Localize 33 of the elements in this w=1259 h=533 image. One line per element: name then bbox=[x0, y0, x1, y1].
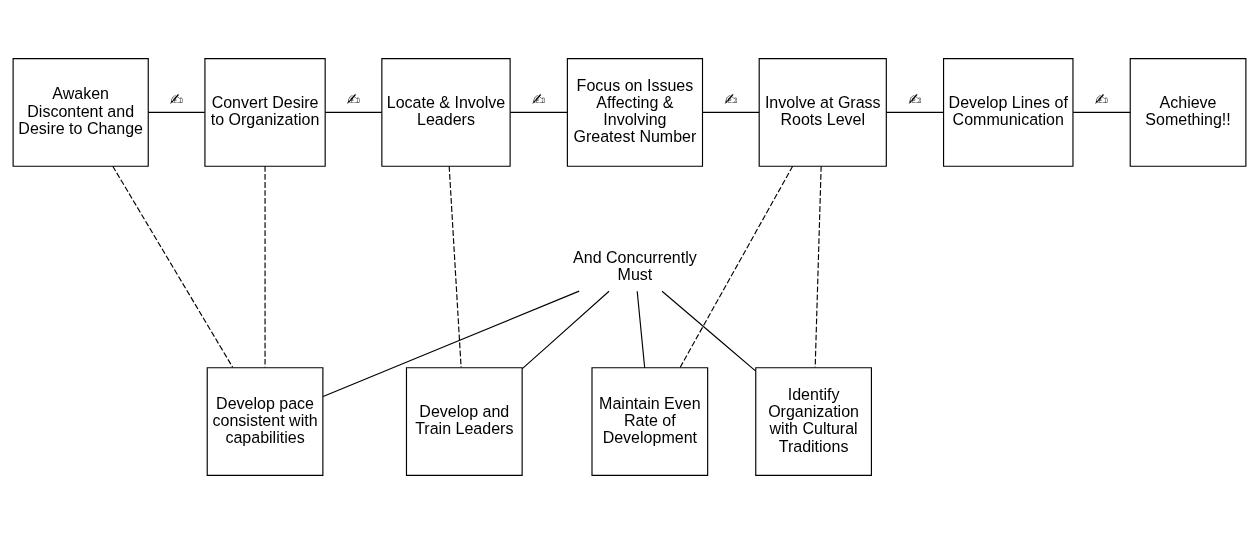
connector bbox=[702, 111, 760, 113]
connector bbox=[509, 111, 568, 113]
connector bbox=[661, 290, 757, 371]
connector bbox=[448, 165, 462, 368]
edge-label: ✍ bbox=[1094, 89, 1109, 109]
node-box: Awaken Discontent and Desire to Change bbox=[12, 57, 149, 167]
edge-label: ✍ bbox=[908, 89, 922, 109]
node-box: Develop and Train Leaders bbox=[405, 366, 523, 476]
connector bbox=[112, 165, 234, 368]
edge-label: ✍ bbox=[532, 89, 546, 109]
connector bbox=[324, 111, 383, 113]
connector bbox=[636, 290, 646, 368]
connector bbox=[264, 165, 266, 368]
edge-label: ✍ bbox=[724, 89, 738, 109]
node-box: Maintain Even Rate of Development bbox=[591, 366, 709, 476]
node-box: Develop pace consistent with capabilities bbox=[206, 366, 324, 476]
node-box: Identify Organization with Cultural Traditions bbox=[755, 366, 872, 476]
node-box: Locate & Involve Leaders bbox=[381, 57, 511, 167]
edge-label: ✍ bbox=[169, 89, 184, 109]
connector bbox=[679, 165, 794, 368]
node-box: Convert Desire to Organization bbox=[204, 57, 326, 167]
node-box: Focus on Issues Affecting & Involving Greatest Number bbox=[566, 57, 704, 167]
connector bbox=[521, 290, 610, 369]
connector bbox=[322, 290, 580, 397]
node-box: Involve at Grass Roots Level bbox=[758, 57, 887, 167]
connector bbox=[1072, 111, 1131, 113]
node-text: And Concurrently Must bbox=[573, 247, 697, 283]
connector bbox=[886, 111, 944, 113]
edge-label: ✍ bbox=[346, 89, 361, 109]
connector bbox=[147, 111, 206, 113]
node-box: Achieve Something!! bbox=[1129, 57, 1247, 167]
node-box: Develop Lines of Communication bbox=[943, 57, 1074, 167]
connector bbox=[814, 165, 822, 368]
